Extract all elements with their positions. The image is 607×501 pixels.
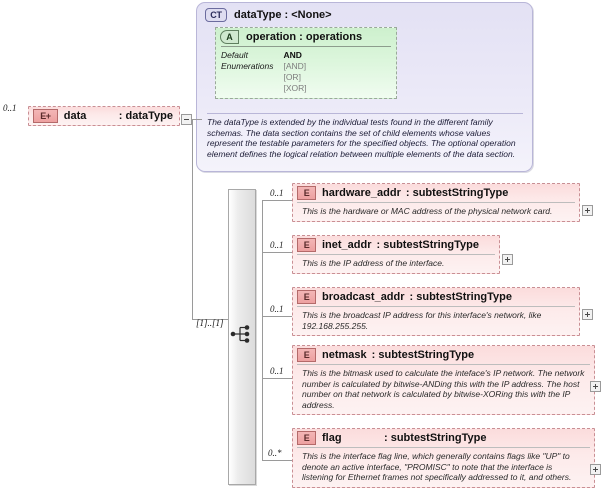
- sequence-compositor[interactable]: [228, 189, 256, 485]
- complextype-documentation: The dataType is extended by the individu…: [207, 113, 523, 159]
- element-broadcast-addr-type: : subtestStringType: [409, 291, 513, 303]
- element-hardware-addr-name: hardware_addr: [322, 187, 401, 199]
- element-badge-icon: E: [297, 348, 316, 362]
- element-flag-name: flag: [322, 432, 342, 444]
- element-data-header: E+ data : dataType: [29, 107, 179, 125]
- element-expand-badge-icon: E+: [33, 109, 58, 123]
- element-broadcast-addr-documentation: This is the broadcast IP address for thi…: [297, 306, 575, 335]
- facet-key: [221, 72, 273, 83]
- expand-button-broadcast-addr[interactable]: [582, 309, 593, 320]
- connector-child-3: [262, 316, 292, 317]
- connector-data-to-complextype: [192, 119, 202, 120]
- element-badge-icon: E: [297, 290, 316, 304]
- cardinality-data: 0..1: [3, 103, 17, 113]
- element-broadcast-addr[interactable]: E broadcast_addr : subtestStringType Thi…: [292, 287, 580, 336]
- facet-key: [221, 83, 273, 94]
- connector-child-5: [262, 460, 292, 461]
- element-netmask-header: E netmask : subtestStringType: [293, 346, 594, 364]
- element-broadcast-addr-header: E broadcast_addr : subtestStringType: [293, 288, 579, 306]
- expand-button-hardware-addr[interactable]: [582, 205, 593, 216]
- connector-child-2: [262, 252, 292, 253]
- facet-value: AND: [283, 50, 302, 60]
- element-data-type: : dataType: [118, 110, 173, 122]
- attribute-operation[interactable]: A operation : operations Default Enumera…: [215, 27, 397, 99]
- element-inet-addr-documentation: This is the IP address of the interface.: [297, 254, 495, 273]
- connector-child-4: [262, 378, 292, 379]
- expand-button-netmask[interactable]: [590, 381, 601, 392]
- connector-to-sequence: [192, 319, 230, 320]
- element-inet-addr-name: inet_addr: [322, 239, 372, 251]
- element-flag[interactable]: E flag : subtestStringType This is the i…: [292, 428, 595, 488]
- element-flag-type: : subtestStringType: [384, 432, 487, 444]
- attribute-header: A operation : operations: [216, 28, 396, 46]
- element-hardware-addr-type: : subtestStringType: [405, 187, 509, 199]
- element-hardware-addr-header: E hardware_addr : subtestStringType: [293, 184, 579, 202]
- attribute-facet-keys: Default Enumerations: [221, 50, 283, 94]
- attribute-badge-icon: A: [220, 30, 239, 44]
- connector-child-1: [262, 200, 292, 201]
- attribute-facet-values: AND [AND] [OR] [XOR]: [283, 50, 306, 94]
- facet-value: [XOR]: [283, 83, 307, 93]
- element-data-name: data: [63, 110, 87, 122]
- element-inet-addr[interactable]: E inet_addr : subtestStringType This is …: [292, 235, 500, 274]
- facet-value: [OR]: [283, 72, 301, 82]
- cardinality-netmask: 0..1: [270, 366, 284, 376]
- attribute-label: operation : operations: [246, 31, 363, 43]
- cardinality-flag: 0..*: [268, 448, 282, 458]
- element-hardware-addr[interactable]: E hardware_addr : subtestStringType This…: [292, 183, 580, 222]
- expand-button-inet-addr[interactable]: [502, 254, 513, 265]
- facet-key: Default: [221, 50, 248, 60]
- cardinality-inet-addr: 0..1: [270, 240, 284, 250]
- element-badge-icon: E: [297, 186, 316, 200]
- element-netmask[interactable]: E netmask : subtestStringType This is th…: [292, 345, 595, 415]
- element-flag-header: E flag : subtestStringType: [293, 429, 594, 447]
- element-broadcast-addr-name: broadcast_addr: [322, 291, 405, 303]
- element-netmask-documentation: This is the bitmask used to calculate th…: [297, 364, 590, 414]
- sequence-icon: [230, 325, 250, 343]
- complextype-badge-icon: CT: [205, 8, 227, 22]
- element-badge-icon: E: [297, 431, 316, 445]
- complextype-header: CT dataType : <None>: [197, 3, 532, 22]
- attribute-facets-table: Default Enumerations AND [AND] [OR] [XOR…: [221, 46, 391, 98]
- cardinality-hardware-addr: 0..1: [270, 188, 284, 198]
- connector-data-vertical: [192, 119, 193, 319]
- element-flag-documentation: This is the interface flag line, which g…: [297, 447, 590, 487]
- complextype-label: dataType : <None>: [234, 9, 332, 21]
- element-inet-addr-header: E inet_addr : subtestStringType: [293, 236, 499, 254]
- facet-value: [AND]: [283, 61, 307, 71]
- expand-button-flag[interactable]: [590, 464, 601, 475]
- element-netmask-name: netmask: [322, 349, 367, 361]
- connector-spine: [262, 200, 263, 460]
- element-data[interactable]: E+ data : dataType: [28, 106, 180, 126]
- element-netmask-type: : subtestStringType: [371, 349, 475, 361]
- element-inet-addr-type: : subtestStringType: [376, 239, 479, 251]
- collapse-button-data[interactable]: [181, 114, 192, 125]
- complextype-dataType: CT dataType : <None> A operation : opera…: [196, 2, 533, 172]
- element-hardware-addr-documentation: This is the hardware or MAC address of t…: [297, 202, 575, 221]
- facet-key: Enumerations: [221, 61, 274, 71]
- cardinality-sequence: [1]..[1]: [196, 318, 224, 328]
- element-badge-icon: E: [297, 238, 316, 252]
- cardinality-broadcast-addr: 0..1: [270, 304, 284, 314]
